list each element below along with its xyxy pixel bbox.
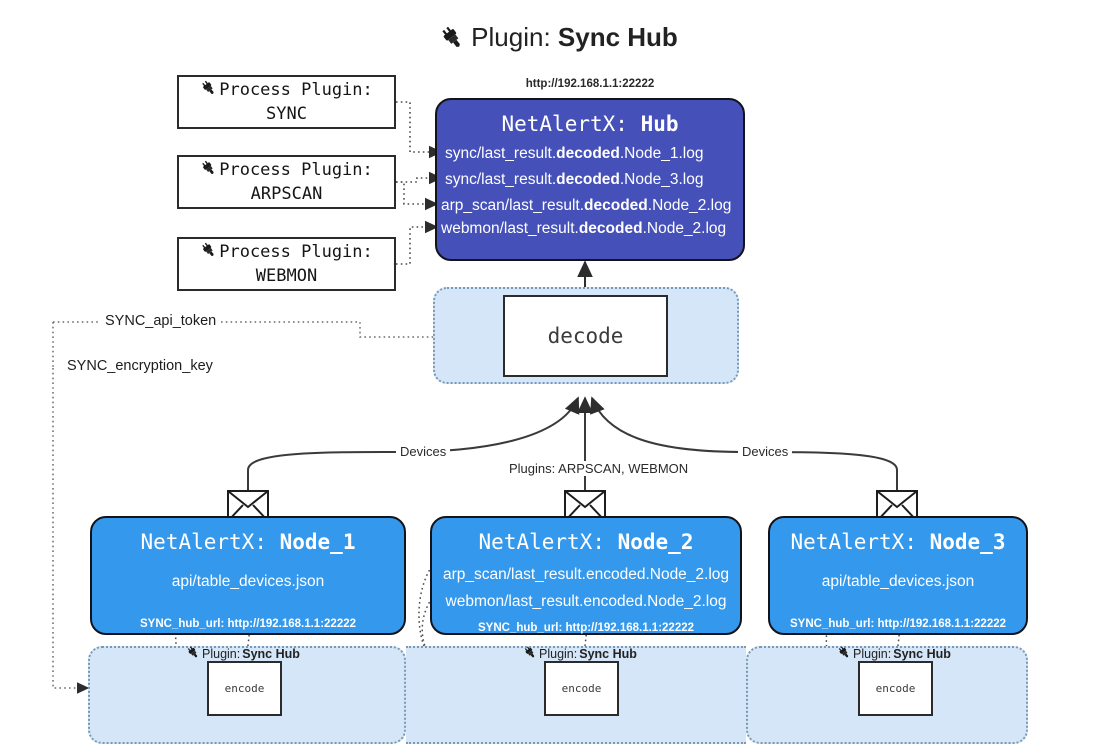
- node-hub-url: SYNC_hub_url: http://192.168.1.1:22222: [139, 618, 357, 630]
- plug-icon: [523, 645, 537, 662]
- process-plugin-name: ARPSCAN: [250, 183, 323, 204]
- edge-label-devices-right: Devices: [738, 444, 793, 459]
- hub-log-line: arp_scan/last_result.decoded.Node_2.log: [441, 197, 732, 214]
- sync-api-token-label: SYNC_api_token: [100, 313, 222, 329]
- decode-box[interactable]: decode: [503, 295, 668, 377]
- process-plugin-name: SYNC: [266, 103, 307, 124]
- page-title-prefix: Plugin:: [471, 22, 558, 52]
- hub-title: NetAlertX: Hub: [437, 112, 743, 136]
- hub-log-line: sync/last_result.decoded.Node_1.log: [445, 145, 704, 162]
- process-plugin-label: Process Plugin:: [219, 80, 373, 100]
- edge-label-devices-left: Devices: [396, 444, 451, 459]
- page-title-name: Sync Hub: [557, 22, 678, 52]
- process-plugin-box-arpscan[interactable]: Process Plugin: ARPSCAN: [177, 155, 396, 209]
- node-box-node-2[interactable]: NetAlertX: Node_2 arp_scan/last_result.e…: [430, 516, 742, 635]
- sync-encryption-key-label: SYNC_encryption_key: [62, 358, 218, 374]
- page-title: Plugin: Sync Hub: [0, 16, 1117, 62]
- plugin-caption-name: Sync Hub: [579, 646, 637, 661]
- encode-label: encode: [561, 682, 602, 695]
- encode-box-node-3[interactable]: encode: [858, 661, 933, 716]
- plug-icon: [186, 645, 200, 662]
- node-resource-line: api/table_devices.json: [171, 573, 325, 590]
- decode-label: decode: [547, 324, 624, 348]
- encode-label: encode: [224, 682, 265, 695]
- plug-icon: [200, 159, 217, 182]
- node-hub-url: SYNC_hub_url: http://192.168.1.1:22222: [477, 622, 695, 634]
- hub-box[interactable]: NetAlertX: Hub sync/last_result.decoded.…: [435, 98, 745, 261]
- node-box-node-3[interactable]: NetAlertX: Node_3 api/table_devices.json…: [768, 516, 1028, 635]
- node-box-node-1[interactable]: NetAlertX: Node_1 api/table_devices.json…: [90, 516, 406, 635]
- plugin-caption-name: Sync Hub: [242, 646, 300, 661]
- node-title: NetAlertX: Node_3: [790, 530, 1006, 554]
- plugin-caption-prefix: Plugin:: [539, 646, 578, 661]
- encode-label: encode: [875, 682, 916, 695]
- encode-box-node-1[interactable]: encode: [207, 661, 282, 716]
- hub-url: http://192.168.1.1:22222: [525, 78, 655, 90]
- plugin-caption-prefix: Plugin:: [202, 646, 241, 661]
- plug-icon: [200, 79, 217, 102]
- node-resource-line: webmon/last_result.encoded.Node_2.log: [445, 593, 727, 610]
- node-title: NetAlertX: Node_2: [478, 530, 694, 554]
- hub-title-name: Hub: [640, 112, 679, 136]
- plugin-caption-node-2: Plugin: Sync Hub: [523, 645, 637, 662]
- plug-icon: [439, 20, 465, 62]
- plugin-caption-node-3: Plugin: Sync Hub: [837, 645, 951, 662]
- node-hub-url: SYNC_hub_url: http://192.168.1.1:22222: [789, 618, 1007, 630]
- plug-icon: [837, 645, 851, 662]
- hub-log-line: sync/last_result.decoded.Node_3.log: [445, 171, 704, 188]
- node-resource-line: arp_scan/last_result.encoded.Node_2.log: [442, 566, 730, 583]
- process-plugin-label: Process Plugin:: [219, 160, 373, 180]
- process-plugin-box-webmon[interactable]: Process Plugin: WEBMON: [177, 237, 396, 291]
- plugin-caption-prefix: Plugin:: [853, 646, 892, 661]
- edge-label-plugins-middle: Plugins: ARPSCAN, WEBMON: [505, 461, 693, 476]
- process-plugin-box-sync[interactable]: Process Plugin: SYNC: [177, 75, 396, 129]
- process-plugin-label: Process Plugin:: [219, 242, 373, 262]
- node-resource-line: api/table_devices.json: [821, 573, 975, 590]
- node-title: NetAlertX: Node_1: [140, 530, 356, 554]
- encode-box-node-2[interactable]: encode: [544, 661, 619, 716]
- plugin-caption-name: Sync Hub: [893, 646, 951, 661]
- plug-icon: [200, 241, 217, 264]
- hub-log-line: webmon/last_result.decoded.Node_2.log: [441, 220, 727, 237]
- hub-title-prefix: NetAlertX:: [501, 112, 641, 136]
- process-plugin-name: WEBMON: [255, 265, 318, 286]
- plugin-caption-node-1: Plugin: Sync Hub: [186, 645, 300, 662]
